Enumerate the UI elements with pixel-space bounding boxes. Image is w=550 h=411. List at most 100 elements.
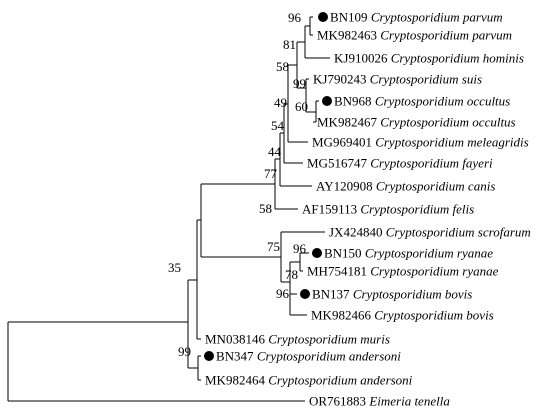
accession-id: KJ910026 (334, 51, 388, 66)
bootstrap-occultus-extra: 60 (295, 99, 308, 114)
branch-root (7, 321, 305, 402)
leaf-label: MH754181 Cryptosporidium ryanae (307, 264, 499, 279)
species-name: Cryptosporidium andersoni (254, 349, 402, 364)
leaf-kj790243: KJ790243 Cryptosporidium suis (313, 72, 482, 87)
leaf-label: OR761883 Eimeria tenella (309, 394, 450, 409)
species-name: Cryptosporidium occultus (372, 94, 511, 109)
species-name: Cryptosporidium canis (373, 179, 496, 194)
leaf-label: BN968 Cryptosporidium occultus (334, 94, 510, 109)
leaf-label: JX424840 Cryptosporidium scrofarum (329, 225, 531, 240)
leaf-jx424840: JX424840 Cryptosporidium scrofarum (329, 225, 531, 240)
leaf-label: AY120908 Cryptosporidium canis (316, 179, 495, 194)
species-name: Cryptosporidium bovis (371, 308, 494, 323)
bootstrap-occultus-pair: 99 (293, 76, 306, 91)
species-name: Cryptosporidium fayeri (367, 156, 493, 171)
leaf-label: MG516747 Cryptosporidium fayeri (307, 156, 493, 171)
species-name: Cryptosporidium felis (357, 202, 474, 217)
bootstrap-scrofarum-group: 75 (267, 239, 280, 254)
accession-id: MN038146 (205, 332, 265, 347)
leaf-mg516747: MG516747 Cryptosporidium fayeri (307, 156, 493, 171)
leaf-label: MG969401 Cryptosporidium meleagridis (312, 135, 529, 150)
leaf-mk982467: MK982467 Cryptosporidium occultus (317, 115, 516, 130)
leaf-label: MK982466 Cryptosporidium bovis (311, 308, 494, 323)
species-name: Cryptosporidium occultus (377, 115, 516, 130)
leaf-bn347: BN347 Cryptosporidium andersoni (204, 349, 401, 364)
accession-id: BN968 (334, 94, 372, 109)
leaf-label: MK982464 Cryptosporidium andersoni (205, 373, 413, 388)
accession-id: MH754181 (307, 264, 367, 279)
accession-id: KJ790243 (313, 72, 366, 87)
leaf-label: AF159113 Cryptosporidium felis (302, 202, 474, 217)
leaf-bn137: BN137 Cryptosporidium bovis (300, 287, 472, 302)
species-name: Cryptosporidium parvum (377, 28, 512, 43)
bootstrap-plus-meleagridis: 54 (271, 118, 285, 133)
accession-id: MK982464 (205, 373, 265, 388)
bootstrap-plus-fayeri: 44 (268, 144, 282, 159)
accession-id: JX424840 (329, 225, 382, 240)
accession-id: BN150 (324, 246, 362, 261)
branch-kj790243 (305, 78, 316, 113)
leaf-label: BN150 Cryptosporidium ryanae (324, 246, 493, 261)
leaf-label: MK982463 Cryptosporidium parvum (317, 28, 512, 43)
accession-id: MK982467 (317, 115, 377, 130)
accession-id: MK982463 (317, 28, 377, 43)
accession-id: BN109 (330, 10, 368, 25)
leaf-af159113: AF159113 Cryptosporidium felis (302, 202, 474, 217)
branch-parvum-pair (304, 25, 310, 58)
branch-plus-fayeri (279, 132, 284, 186)
accession-id: BN137 (312, 287, 350, 302)
leaf-ay120908: AY120908 Cryptosporidium canis (316, 179, 495, 194)
bootstrap-plus-occultus: 49 (274, 95, 287, 110)
species-name: Cryptosporidium meleagridis (372, 135, 529, 150)
sample-marker-icon (300, 289, 310, 299)
species-name: Cryptosporidium ryanae (362, 246, 494, 261)
accession-id: AF159113 (302, 202, 357, 217)
leaf-label: KJ910026 Cryptosporidium hominis (334, 51, 524, 66)
bootstrap-ingroup: 35 (168, 260, 181, 275)
bootstrap-plus-felis: 58 (259, 201, 272, 216)
bootstrap-bovis-pair: 96 (276, 286, 290, 301)
accession-id: MG969401 (312, 135, 372, 150)
leaf-label: MK982467 Cryptosporidium occultus (317, 115, 516, 130)
bootstrap-plus-suis: 58 (276, 59, 289, 74)
branch-plus-meleagridis (283, 103, 288, 163)
branch-andersoni-pair (197, 355, 201, 381)
species-name: Cryptosporidium bovis (350, 287, 473, 302)
sample-marker-icon (312, 248, 322, 258)
species-name: Cryptosporidium ryanae (367, 264, 499, 279)
leaf-mk982463: MK982463 Cryptosporidium parvum (317, 28, 512, 43)
leaf-or761883: OR761883 Eimeria tenella (309, 394, 450, 409)
accession-id: MG516747 (307, 156, 367, 171)
branch-plus-muris (196, 219, 201, 340)
species-name: Eimeria tenella (366, 394, 450, 409)
branch-ingroup (187, 279, 198, 369)
tree-branches (7, 16, 330, 402)
sample-marker-icon (322, 96, 332, 106)
branch-bovis-pair (289, 293, 307, 316)
leaf-mh754181: MH754181 Cryptosporidium ryanae (307, 264, 499, 279)
leaf-bn968: BN968 Cryptosporidium occultus (322, 94, 510, 109)
species-name: Cryptosporidium andersoni (265, 373, 413, 388)
bootstrap-ryanae-pair: 96 (293, 241, 307, 256)
sample-marker-icon (204, 351, 214, 361)
accession-id: MK982466 (311, 308, 371, 323)
leaf-label: BN347 Cryptosporidium andersoni (216, 349, 401, 364)
species-name: Cryptosporidium parvum (368, 10, 503, 25)
branch-bn109 (309, 16, 313, 35)
leaf-mg969401: MG969401 Cryptosporidium meleagridis (312, 135, 529, 150)
leaf-mk982464: MK982464 Cryptosporidium andersoni (205, 373, 413, 388)
bootstrap-plus-canis: 77 (264, 166, 278, 181)
leaf-bn150: BN150 Cryptosporidium ryanae (312, 246, 493, 261)
accession-id: AY120908 (316, 179, 373, 194)
bootstrap-parvum-hominis: 81 (283, 37, 296, 52)
species-name: Cryptosporidium scrofarum (382, 225, 530, 240)
bootstrap-andersoni-pair: 99 (178, 344, 191, 359)
leaf-label: MN038146 Cryptosporidium muris (205, 332, 390, 347)
bootstrap-parvum-pair: 96 (288, 10, 302, 25)
species-name: Cryptosporidium suis (366, 72, 482, 87)
accession-id: BN347 (216, 349, 254, 364)
bootstrap-ryanae-bovis: 78 (285, 267, 298, 282)
leaf-label: BN137 Cryptosporidium bovis (312, 287, 472, 302)
